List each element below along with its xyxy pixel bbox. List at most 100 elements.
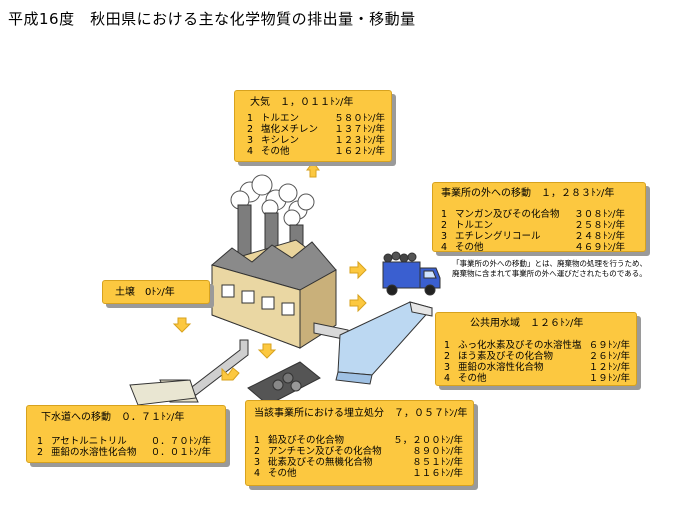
row-number: 4 — [444, 373, 451, 384]
water-heading: 公共用水域 １２６ﾄﾝ/年 — [470, 318, 584, 329]
row-name: トルエン — [261, 113, 300, 124]
offsite-note: 「事業所の外への移動」とは、廃棄物の処理を行うため、 廃棄物に含まれて事業所の外… — [452, 259, 647, 279]
landfill-row: 1 鉛及びその化合物 ５，２００ﾄﾝ/年 — [246, 435, 473, 446]
row-number: 3 — [441, 231, 448, 242]
row-value: ６９ﾄﾝ/年 — [588, 340, 630, 351]
row-name: アンチモン及びその化合物 — [268, 446, 382, 457]
water-row: 2 ほう素及びその化合物 ２６ﾄﾝ/年 — [436, 351, 636, 362]
air-heading: 大気 １，０１１ﾄﾝ/年 — [250, 97, 354, 108]
row-value: ２５８ﾄﾝ/年 — [574, 220, 625, 231]
arrow-down-icon — [172, 317, 192, 333]
smoke-icon — [230, 174, 315, 227]
row-name: その他 — [268, 468, 297, 479]
row-name: エチレングリコール — [455, 231, 541, 242]
sewer-pipe-icon — [129, 339, 249, 406]
offsite-row: 3 エチレングリコール ２４８ﾄﾝ/年 — [433, 231, 645, 242]
arrow-down-icon — [257, 343, 277, 359]
row-number: 2 — [247, 124, 254, 135]
row-name: マンガン及びその化合物 — [455, 209, 560, 220]
row-number: 1 — [441, 209, 448, 220]
row-name: 鉛及びその化合物 — [268, 435, 345, 446]
water-emission-box: 公共用水域 １２６ﾄﾝ/年 1 ふっ化水素及びその水溶性塩 ６９ﾄﾝ/年 2 ほ… — [435, 312, 637, 386]
landfill-row: 2 アンチモン及びその化合物 ８９０ﾄﾝ/年 — [246, 446, 473, 457]
note-line: 「事業所の外への移動」とは、廃棄物の処理を行うため、 — [452, 259, 647, 268]
landfill-pit-icon — [247, 361, 321, 406]
air-row: 2 塩化メチレン １３７ﾄﾝ/年 — [235, 124, 391, 135]
row-value: ４６９ﾄﾝ/年 — [574, 242, 625, 253]
row-value: ３０８ﾄﾝ/年 — [574, 209, 625, 220]
row-number: 2 — [441, 220, 448, 231]
row-value: ８９０ﾄﾝ/年 — [412, 446, 463, 457]
row-number: 1 — [247, 113, 254, 124]
row-value: １３７ﾄﾝ/年 — [334, 124, 385, 135]
row-name: ふっ化水素及びその水溶性塩 — [458, 340, 582, 351]
note-line: 廃棄物に含まれて事業所の外へ運びだされたものである。 — [452, 269, 647, 278]
row-number: 1 — [444, 340, 451, 351]
row-number: 2 — [37, 447, 44, 458]
water-row: 4 その他 １９ﾄﾝ/年 — [436, 373, 636, 384]
row-name: トルエン — [455, 220, 494, 231]
row-number: 4 — [441, 242, 448, 253]
air-row: 1 トルエン ５８０ﾄﾝ/年 — [235, 113, 391, 124]
row-value: ５，２００ﾄﾝ/年 — [393, 435, 463, 446]
row-value: ５８０ﾄﾝ/年 — [334, 113, 385, 124]
truck-icon — [382, 251, 441, 296]
row-name: ほう素及びその化合物 — [458, 351, 554, 362]
row-name: 砒素及びその無機化合物 — [268, 457, 373, 468]
row-number: 2 — [254, 446, 261, 457]
row-value: １１６ﾄﾝ/年 — [412, 468, 463, 479]
row-number: 3 — [247, 135, 254, 146]
row-name: 塩化メチレン — [261, 124, 319, 135]
factory-icon — [210, 239, 337, 349]
offsite-heading: 事業所の外への移動 １，２８３ﾄﾝ/年 — [441, 188, 615, 199]
arrow-right-icon — [349, 260, 367, 280]
row-value: ０．０１ﾄﾝ/年 — [150, 447, 211, 458]
soil-emission-box: 土壌 0ﾄﾝ/年 — [102, 280, 210, 304]
sewer-transfer-box: 下水道への移動 ０．７１ﾄﾝ/年 1 アセトルニトリル ０．７０ﾄﾝ/年 2 亜… — [26, 405, 226, 463]
row-value: １２ﾄﾝ/年 — [588, 362, 630, 373]
row-value: １６２ﾄﾝ/年 — [334, 146, 385, 157]
offsite-row: 4 その他 ４６９ﾄﾝ/年 — [433, 242, 645, 253]
row-name: アセトルニトリル — [51, 436, 127, 447]
sewer-row: 1 アセトルニトリル ０．７０ﾄﾝ/年 — [27, 436, 225, 447]
row-number: 4 — [254, 468, 261, 479]
row-value: ２６ﾄﾝ/年 — [588, 351, 630, 362]
water-row: 1 ふっ化水素及びその水溶性塩 ６９ﾄﾝ/年 — [436, 340, 636, 351]
row-number: 1 — [254, 435, 261, 446]
row-value: １９ﾄﾝ/年 — [588, 373, 630, 384]
landfill-row: 4 その他 １１６ﾄﾝ/年 — [246, 468, 473, 479]
row-name: その他 — [455, 242, 484, 253]
row-value: １２３ﾄﾝ/年 — [334, 135, 385, 146]
landfill-heading: 当該事業所における埋立処分 ７，０５７ﾄﾝ/年 — [254, 408, 468, 419]
row-number: 3 — [444, 362, 451, 373]
arrow-down-left-icon — [221, 367, 240, 381]
row-name: 亜鉛の水溶性化合物 — [51, 447, 137, 458]
row-value: ２４８ﾄﾝ/年 — [574, 231, 625, 242]
offsite-row: 2 トルエン ２５８ﾄﾝ/年 — [433, 220, 645, 231]
offsite-row: 1 マンガン及びその化合物 ３０８ﾄﾝ/年 — [433, 209, 645, 220]
page-title: 平成16度 秋田県における主な化学物質の排出量・移動量 — [8, 10, 416, 28]
water-channel-icon — [335, 301, 433, 385]
soil-heading: 土壌 0ﾄﾝ/年 — [115, 287, 175, 298]
sewer-heading: 下水道への移動 ０．７１ﾄﾝ/年 — [41, 412, 185, 423]
water-row: 3 亜鉛の水溶性化合物 １２ﾄﾝ/年 — [436, 362, 636, 373]
landfill-row: 3 砒素及びその無機化合物 ８５１ﾄﾝ/年 — [246, 457, 473, 468]
offsite-transfer-box: 事業所の外への移動 １，２８３ﾄﾝ/年 1 マンガン及びその化合物 ３０８ﾄﾝ/… — [432, 182, 646, 253]
row-name: その他 — [261, 146, 290, 157]
arrow-up-icon — [306, 161, 320, 178]
arrow-right-icon — [349, 293, 367, 313]
row-number: 4 — [247, 146, 254, 157]
row-name: その他 — [458, 373, 487, 384]
row-number: 2 — [444, 351, 451, 362]
sewer-row: 2 亜鉛の水溶性化合物 ０．０１ﾄﾝ/年 — [27, 447, 225, 458]
row-name: 亜鉛の水溶性化合物 — [458, 362, 544, 373]
row-value: ０．７０ﾄﾝ/年 — [150, 436, 211, 447]
air-row: 4 その他 １６２ﾄﾝ/年 — [235, 146, 391, 157]
landfill-disposal-box: 当該事業所における埋立処分 ７，０５７ﾄﾝ/年 1 鉛及びその化合物 ５，２００… — [245, 400, 474, 486]
row-value: ８５１ﾄﾝ/年 — [412, 457, 463, 468]
row-name: キシレン — [261, 135, 300, 146]
air-emission-box: 大気 １，０１１ﾄﾝ/年 1 トルエン ５８０ﾄﾝ/年 2 塩化メチレン １３７… — [234, 90, 392, 162]
row-number: 3 — [254, 457, 261, 468]
air-row: 3 キシレン １２３ﾄﾝ/年 — [235, 135, 391, 146]
